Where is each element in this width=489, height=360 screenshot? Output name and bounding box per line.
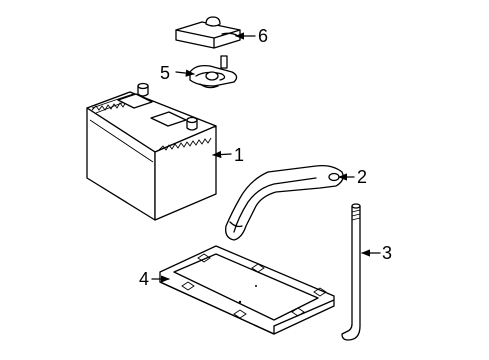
callout-arrow-1 [212,150,232,159]
callout-2: 2 [357,167,367,187]
callout-5: 5 [160,63,170,83]
callout-arrow-5 [175,69,195,77]
battery-tray [159,245,335,335]
battery [86,82,217,221]
terminal-cover [175,16,241,49]
terminal-clamp [189,55,238,89]
callout-6: 6 [258,26,268,46]
callout-4: 4 [139,269,149,289]
hook-bolt [341,203,361,341]
callout-3: 3 [382,243,392,263]
callout-1: 1 [234,145,244,165]
hold-down-bracket [225,164,344,241]
